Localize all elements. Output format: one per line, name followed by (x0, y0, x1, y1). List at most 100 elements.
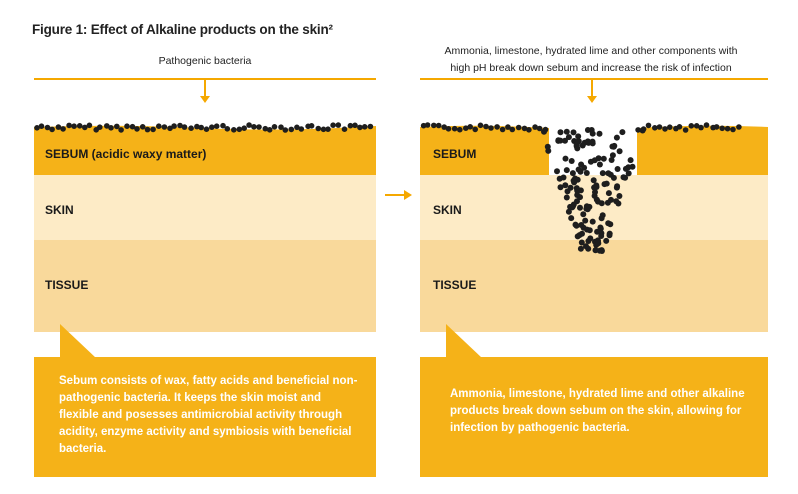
bacterium (177, 122, 183, 129)
bacterium (483, 123, 489, 130)
bacterium (719, 125, 725, 132)
bacterium (736, 124, 742, 130)
bacterium (213, 123, 220, 129)
left-sebum-label: SEBUM (acidic waxy matter) (45, 147, 207, 161)
bacterium (620, 174, 627, 181)
bacterium (578, 239, 585, 246)
right-caption-line-1: Ammonia, limestone, hydrated lime and ot… (444, 45, 738, 57)
bacterium (609, 152, 616, 159)
bacterium (477, 122, 484, 129)
bacterium (118, 127, 124, 133)
left-sebum-layer (34, 125, 376, 175)
bacterium (568, 158, 575, 164)
right-bacteria-group (420, 122, 742, 254)
left-bacteria-group (34, 122, 374, 133)
bacterium (595, 198, 601, 205)
figure-title: Figure 1: Effect of Alkaline products on… (32, 22, 333, 37)
bacterium (610, 174, 617, 181)
bacterium (71, 123, 77, 129)
bacterium (693, 123, 700, 129)
bacterium (594, 228, 601, 235)
bacterium (330, 122, 336, 128)
bacterium (515, 124, 522, 131)
bacterium (560, 174, 567, 181)
bacterium (288, 126, 295, 133)
down-arrow-icon (587, 96, 597, 103)
bacterium (703, 122, 710, 128)
bacterium (457, 126, 463, 133)
bacterium (598, 215, 605, 222)
left-tissue-layer (34, 240, 376, 332)
left-skin-layer (34, 175, 376, 240)
bacterium (585, 245, 592, 252)
bacterium (38, 123, 45, 129)
bacterium (114, 123, 120, 130)
bacterium (139, 124, 146, 130)
bacterium (298, 126, 305, 132)
bacterium (645, 122, 652, 129)
bacterium (574, 192, 581, 198)
bacterium (587, 158, 594, 165)
bacterium (563, 194, 570, 201)
bacterium (580, 211, 587, 218)
bacterium (573, 143, 580, 150)
bacterium (541, 128, 547, 135)
bacterium (509, 126, 516, 133)
bacterium (451, 125, 458, 132)
bacterium (577, 204, 583, 211)
bacterium (505, 124, 511, 130)
bacterium (562, 182, 569, 189)
bacterium (188, 125, 194, 131)
bacterium (599, 170, 606, 177)
right-caption-line-2: high pH break down sebum and increase th… (450, 62, 732, 74)
bacterium (347, 122, 354, 129)
bacterium (652, 125, 658, 131)
bacterium (97, 124, 103, 130)
bacterium (614, 166, 621, 172)
bacterium (582, 217, 589, 224)
bacterium (598, 233, 605, 239)
bacterium (325, 126, 331, 132)
bacterium (82, 124, 88, 131)
bacterium (609, 143, 616, 150)
bacterium (629, 163, 636, 170)
bacterium (156, 123, 162, 129)
bacterium (724, 125, 731, 132)
bacterium (569, 203, 576, 210)
bacterium (639, 127, 646, 134)
bacterium (584, 226, 591, 233)
bacterium (86, 122, 93, 129)
bacterium (554, 168, 560, 175)
bacterium (424, 122, 431, 128)
bacterium (198, 124, 204, 131)
bacterium (441, 124, 448, 130)
right-sebum-label: SEBUM (433, 147, 477, 161)
bacterium (271, 124, 278, 130)
bacterium (521, 125, 528, 132)
bacterium (144, 126, 151, 133)
bacterium (55, 124, 62, 130)
bacterium (682, 127, 689, 133)
bacterium (34, 125, 40, 131)
bacterium (44, 124, 51, 131)
bacterium (605, 170, 612, 177)
bacterium (730, 126, 736, 133)
bacterium (171, 123, 177, 129)
bacterium (565, 134, 572, 141)
bacterium (568, 215, 575, 222)
bacterium (676, 124, 683, 130)
right-caption: Ammonia, limestone, hydrated lime and ot… (420, 43, 762, 77)
bacterium (625, 170, 632, 177)
bacterium (555, 137, 562, 144)
bacterium (583, 170, 590, 176)
bacterium (593, 182, 600, 189)
bacterium (445, 126, 452, 132)
right-skin-label: SKIN (433, 203, 462, 217)
bacterium (698, 124, 704, 131)
bacterium (713, 124, 720, 130)
bacterium (570, 129, 577, 136)
bacterium (341, 126, 348, 132)
bacterium (603, 237, 610, 244)
bacterium (600, 155, 607, 162)
